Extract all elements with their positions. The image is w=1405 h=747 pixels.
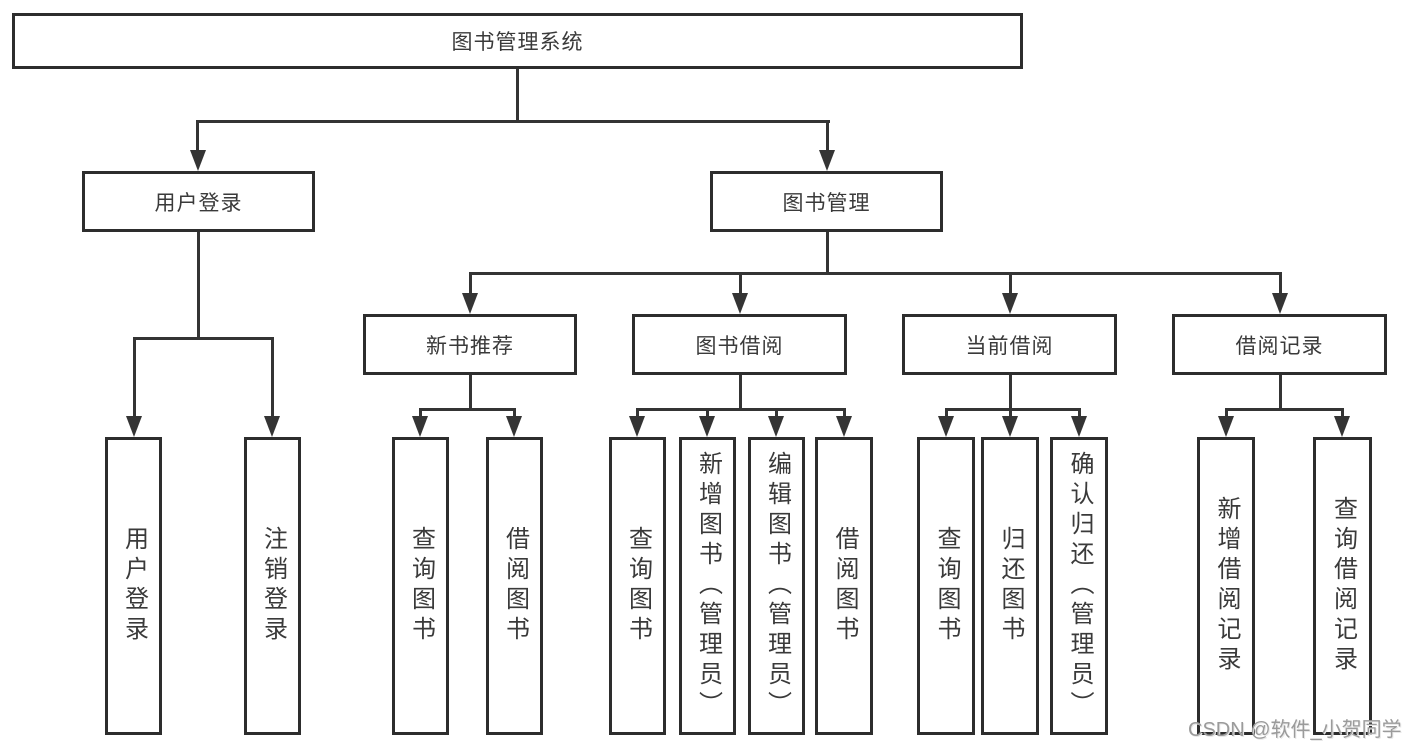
v-line — [1009, 272, 1012, 293]
node-label: 新增借阅记录 — [1213, 496, 1240, 676]
h-line — [637, 408, 846, 411]
arrowhead-down — [412, 416, 428, 437]
h-line — [945, 408, 1081, 411]
arrowhead-down — [462, 293, 478, 314]
v-line — [1009, 375, 1012, 408]
v-line — [469, 272, 472, 293]
node-label: 借阅图书 — [501, 526, 529, 646]
v-line — [469, 375, 472, 408]
arrowhead-down — [264, 416, 280, 437]
v-line — [197, 232, 200, 337]
leaf-borrow-books: 借阅图书 — [815, 437, 873, 735]
v-line — [271, 337, 274, 416]
arrowhead-down — [938, 416, 954, 437]
arrowhead-down — [1334, 416, 1350, 437]
arrowhead-down — [1272, 293, 1288, 314]
node-label: 查询图书 — [933, 526, 960, 646]
h-line — [470, 272, 1281, 275]
v-line — [1341, 408, 1344, 416]
h-line — [197, 120, 830, 123]
arrowhead-down — [1071, 416, 1087, 437]
node-label: 归还图书 — [997, 526, 1024, 646]
leaf-edit-books-admin: 编辑图书（管理员） — [748, 437, 805, 735]
node-label: 借阅记录 — [1235, 334, 1324, 358]
node-label: 当前借阅 — [965, 334, 1054, 358]
node-label: 查询图书 — [407, 526, 435, 646]
v-line — [775, 408, 778, 416]
leaf-add-borrow-record: 新增借阅记录 — [1197, 437, 1255, 735]
node-current-borrowing: 当前借阅 — [902, 314, 1117, 375]
node-label: 图书借阅 — [695, 334, 784, 358]
v-line — [706, 408, 709, 416]
leaf-logout: 注销登录 — [244, 437, 301, 735]
node-library-management-system: 图书管理系统 — [12, 13, 1023, 69]
arrowhead-down — [629, 416, 645, 437]
node-label: 用户登录 — [154, 191, 243, 215]
node-label: 新书推荐 — [426, 334, 514, 358]
arrowhead-down — [1218, 416, 1234, 437]
node-label: 用户登录 — [120, 526, 148, 646]
v-line — [739, 272, 742, 293]
node-label: 查询借阅记录 — [1329, 496, 1357, 676]
leaf-user-login: 用户登录 — [105, 437, 162, 735]
v-line — [843, 408, 846, 416]
node-label: 图书管理系统 — [451, 31, 584, 54]
node-new-book-recommend: 新书推荐 — [363, 314, 577, 375]
node-label: 新增图书（管理员） — [694, 451, 722, 721]
v-line — [516, 69, 519, 120]
leaf-query-borrow-record: 查询借阅记录 — [1313, 437, 1372, 735]
v-line — [739, 375, 742, 408]
v-line — [196, 120, 199, 150]
node-label: 注销登录 — [259, 526, 287, 646]
h-line — [134, 337, 274, 340]
leaf-return-books: 归还图书 — [981, 437, 1039, 735]
v-line — [826, 232, 829, 272]
v-line — [513, 408, 516, 416]
v-line — [133, 337, 136, 416]
arrowhead-down — [819, 150, 835, 171]
arrowhead-down — [126, 416, 142, 437]
arrowhead-down — [190, 150, 206, 171]
leaf-query-books-recommend: 查询图书 — [392, 437, 449, 735]
node-book-borrowing: 图书借阅 — [632, 314, 847, 375]
arrowhead-down — [699, 416, 715, 437]
v-line — [1078, 408, 1081, 416]
arrowhead-down — [768, 416, 784, 437]
node-borrowing-records: 借阅记录 — [1172, 314, 1387, 375]
h-line — [1225, 408, 1344, 411]
csdn-watermark: CSDN @软件_小贺同学 — [1188, 719, 1402, 741]
h-line — [420, 408, 516, 411]
node-label: 查询图书 — [624, 526, 652, 646]
arrowhead-down — [1002, 293, 1018, 314]
arrowhead-down — [1002, 416, 1018, 437]
v-line — [1225, 408, 1228, 416]
v-line — [1009, 408, 1012, 416]
node-label: 编辑图书（管理员） — [763, 451, 791, 721]
node-label: 借阅图书 — [831, 526, 858, 646]
v-line — [636, 408, 639, 416]
v-line — [1279, 375, 1282, 408]
leaf-confirm-return-admin: 确认归还（管理员） — [1050, 437, 1108, 735]
leaf-query-books-current: 查询图书 — [917, 437, 975, 735]
leaf-add-books-admin: 新增图书（管理员） — [679, 437, 736, 735]
node-book-management: 图书管理 — [710, 171, 943, 232]
node-label: 确认归还（管理员） — [1066, 451, 1093, 721]
arrowhead-down — [506, 416, 522, 437]
arrowhead-down — [836, 416, 852, 437]
node-user-login: 用户登录 — [82, 171, 315, 232]
v-line — [945, 408, 948, 416]
v-line — [419, 408, 422, 416]
leaf-borrow-books-recommend: 借阅图书 — [486, 437, 543, 735]
v-line — [1279, 272, 1282, 293]
arrowhead-down — [732, 293, 748, 314]
node-label: 图书管理 — [782, 191, 871, 215]
v-line — [826, 120, 829, 150]
leaf-query-books-borrowing: 查询图书 — [609, 437, 666, 735]
